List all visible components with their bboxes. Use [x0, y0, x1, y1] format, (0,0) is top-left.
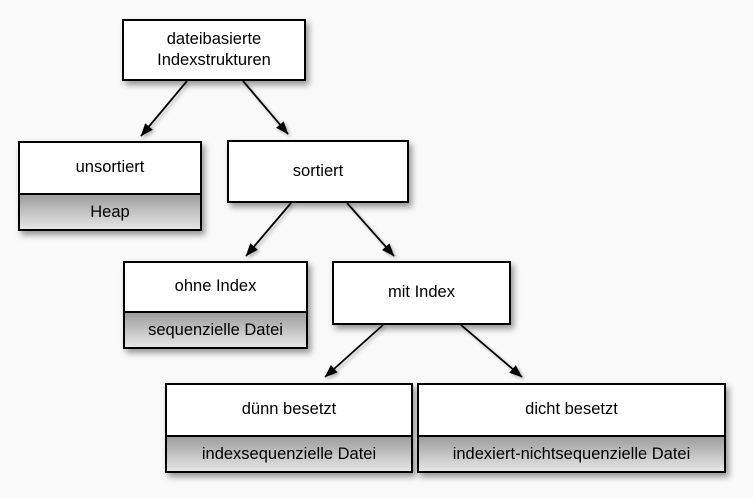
node-sortiert: sortiert [227, 140, 409, 203]
node-dicht-besetzt: dicht besetzt indexiert-nichtsequenziell… [417, 383, 726, 473]
node-title: dicht besetzt [525, 400, 618, 419]
node-title: sortiert [292, 161, 344, 180]
node-title: dateibasierte Indexstrukturen [157, 29, 271, 69]
node-title: dünn besetzt [241, 400, 337, 419]
node-subtitle: sequenzielle Datei [125, 311, 306, 347]
arrow-root-to-sortiert [242, 80, 289, 135]
node-subtitle: indexiert-nichtsequenzielle Datei [419, 435, 724, 471]
node-subtitle: indexsequenzielle Datei [167, 435, 411, 471]
node-title: mit Index [388, 283, 455, 302]
arrow-sortiert-to-mit-index [346, 202, 395, 257]
node-title: ohne Index [174, 277, 257, 296]
arrow-sortiert-to-ohne-index [245, 202, 292, 257]
node-duenn-besetzt: dünn besetzt indexsequenzielle Datei [165, 383, 413, 473]
node-dateibasierte-indexstrukturen: dateibasierte Indexstrukturen [122, 19, 306, 81]
arrow-root-to-unsortiert [140, 80, 188, 137]
arrow-mit-index-to-dicht-besetzt [460, 324, 523, 378]
arrow-mit-index-to-duenn-besetzt [324, 324, 384, 378]
node-subtitle: Heap [20, 193, 200, 229]
node-ohne-index: ohne Index sequenzielle Datei [123, 261, 308, 349]
node-unsortiert: unsortiert Heap [18, 141, 202, 231]
node-title: unsortiert [75, 158, 145, 177]
node-mit-index: mit Index [332, 261, 511, 325]
